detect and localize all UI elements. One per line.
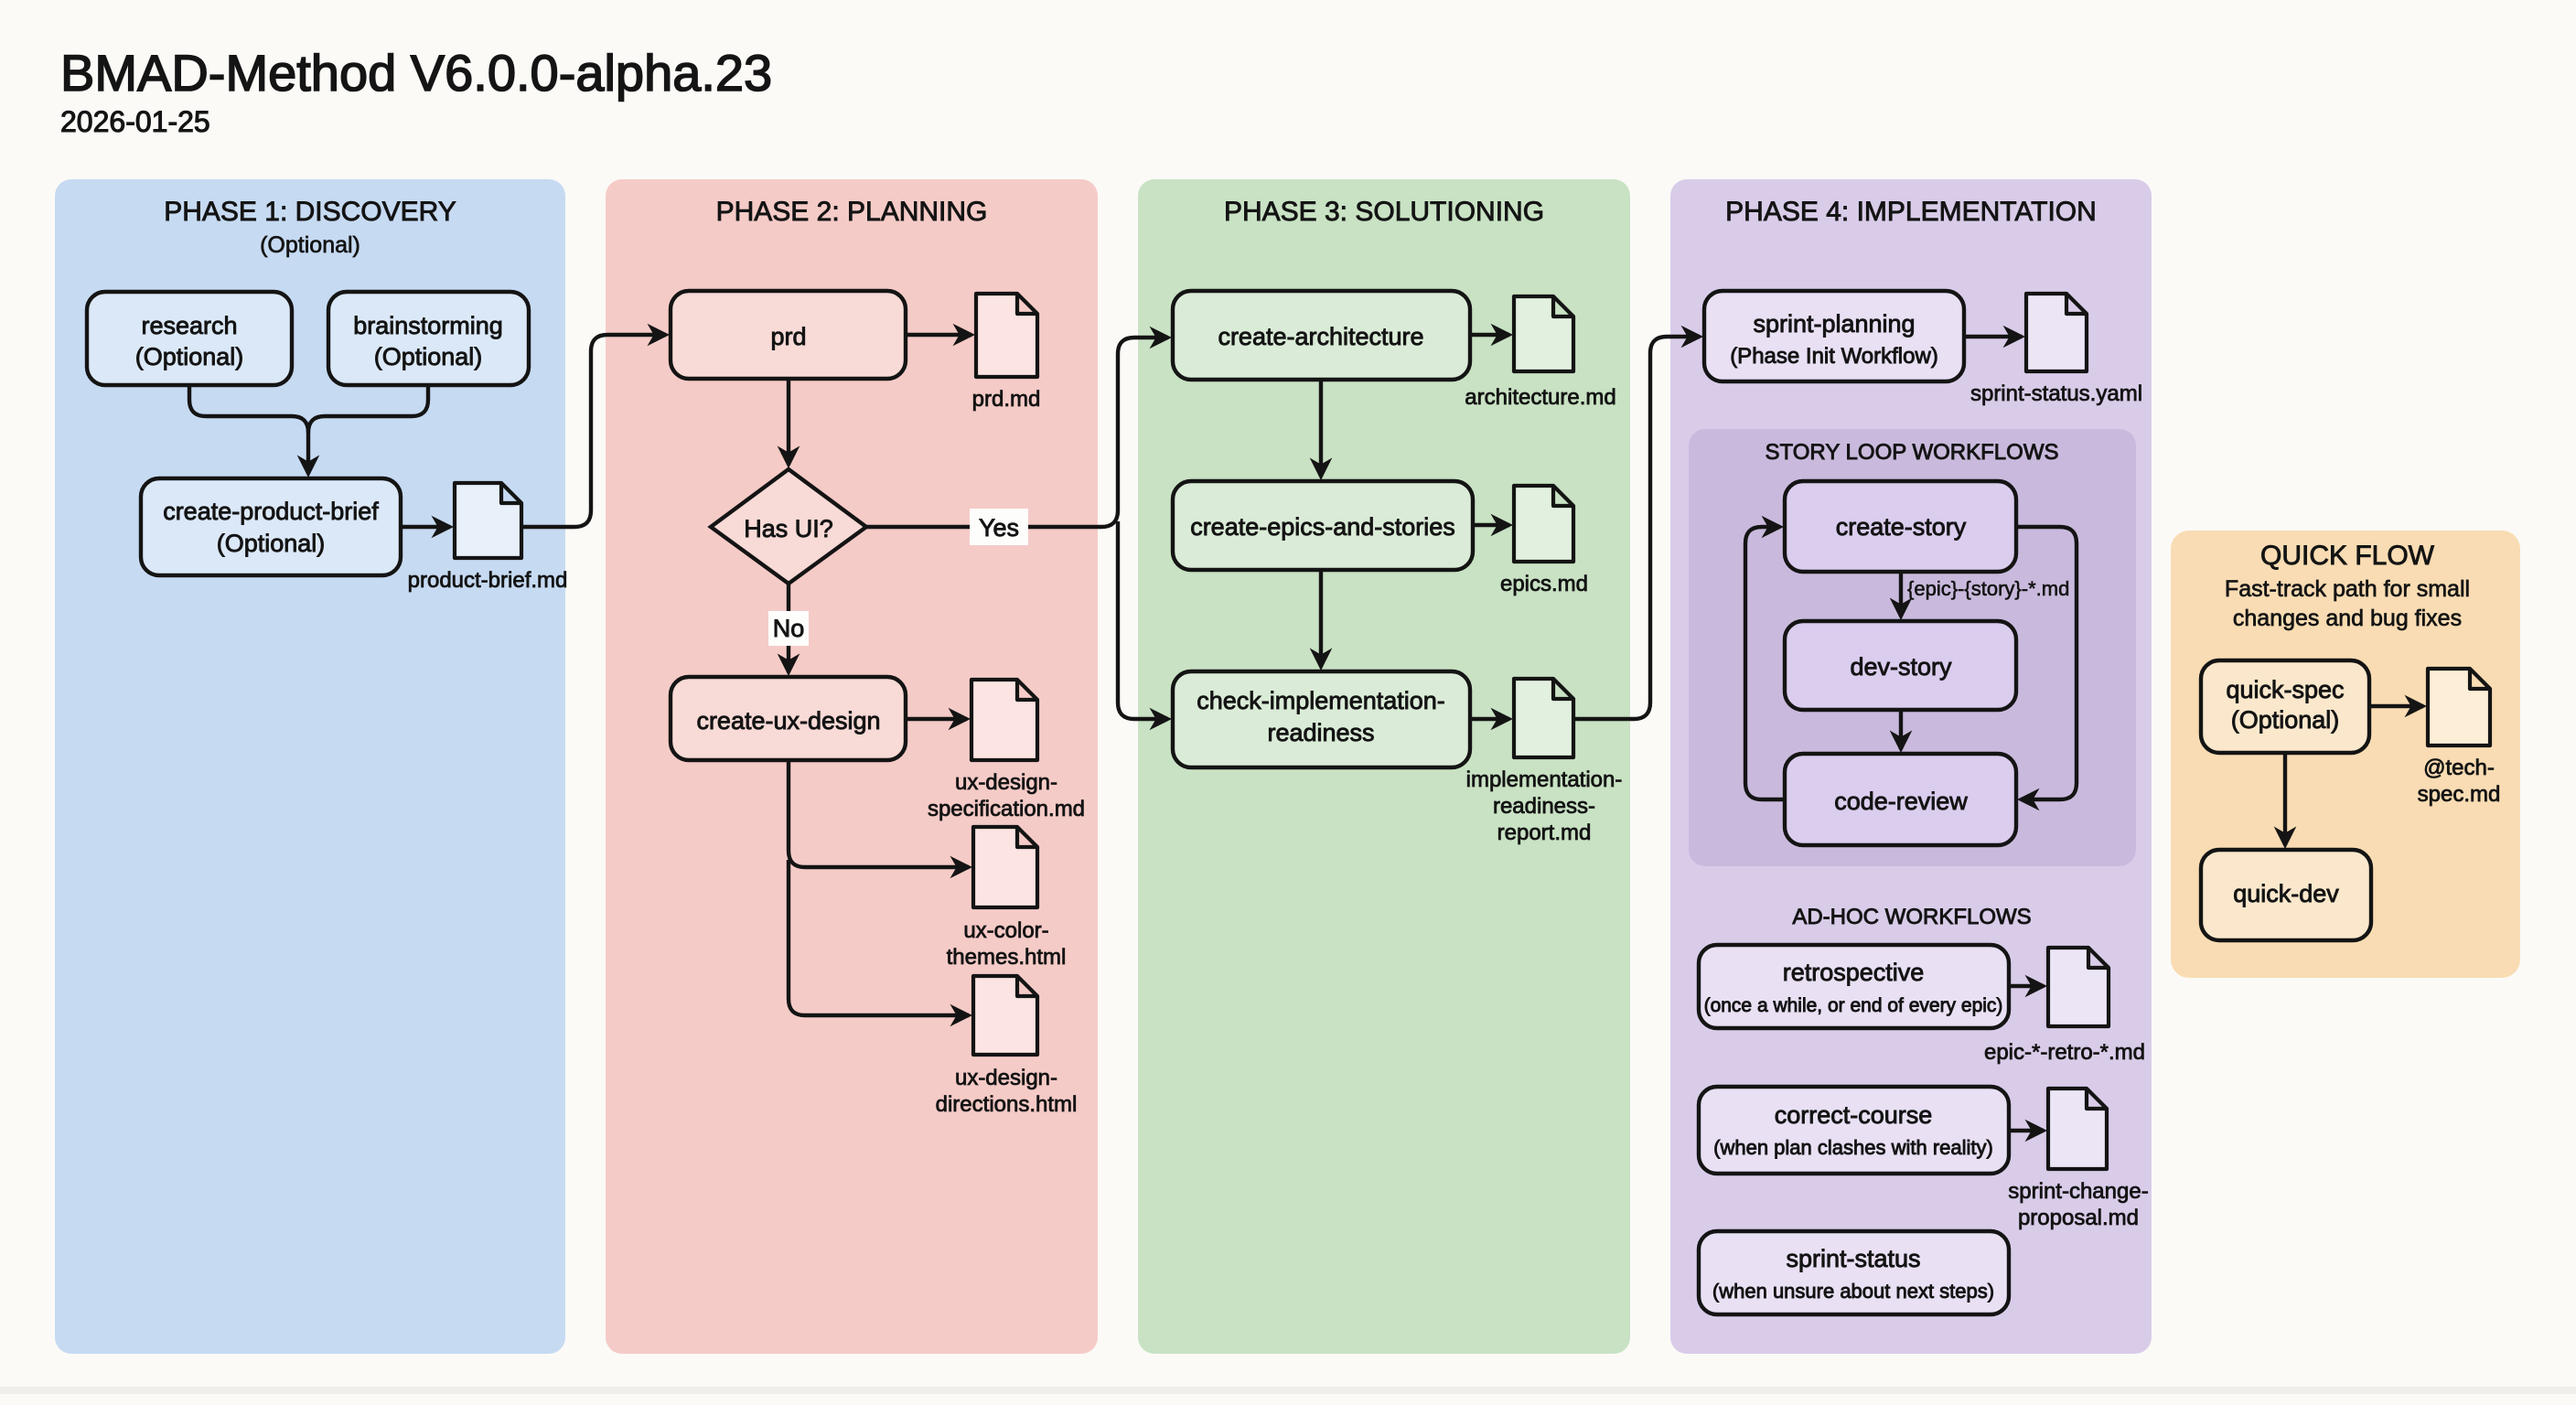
svg-text:(once a while, or end of every: (once a while, or end of every epic) bbox=[1704, 995, 2003, 1016]
svg-text:create-epics-and-stories: create-epics-and-stories bbox=[1190, 513, 1455, 541]
svg-text:specification.md: specification.md bbox=[928, 797, 1085, 821]
svg-text:sprint-status: sprint-status bbox=[1786, 1245, 1920, 1272]
svg-text:No: No bbox=[773, 615, 805, 642]
svg-text:changes and bug fixes: changes and bug fixes bbox=[2233, 606, 2462, 631]
svg-text:create-ux-design: create-ux-design bbox=[696, 707, 880, 735]
svg-text:quick-dev: quick-dev bbox=[2233, 880, 2339, 907]
svg-text:prd.md: prd.md bbox=[972, 387, 1041, 412]
svg-text:PHASE 3: SOLUTIONING: PHASE 3: SOLUTIONING bbox=[1224, 197, 1544, 227]
svg-text:PHASE 4: IMPLEMENTATION: PHASE 4: IMPLEMENTATION bbox=[1725, 197, 2097, 227]
svg-text:Fast-track path for small: Fast-track path for small bbox=[2225, 576, 2470, 602]
svg-text:proposal.md: proposal.md bbox=[2018, 1206, 2139, 1230]
svg-text:themes.html: themes.html bbox=[947, 945, 1067, 970]
svg-text:check-implementation-: check-implementation- bbox=[1197, 687, 1445, 714]
svg-text:product-brief.md: product-brief.md bbox=[408, 568, 568, 593]
svg-text:quick-spec: quick-spec bbox=[2226, 676, 2344, 703]
svg-text:epic-*-retro-*.md: epic-*-retro-*.md bbox=[1984, 1040, 2145, 1065]
svg-text:architecture.md: architecture.md bbox=[1465, 385, 1615, 410]
svg-text:QUICK FLOW: QUICK FLOW bbox=[2260, 541, 2435, 571]
svg-text:Has UI?: Has UI? bbox=[744, 515, 833, 542]
svg-text:ux-design-: ux-design- bbox=[955, 1066, 1057, 1090]
svg-text:brainstorming: brainstorming bbox=[353, 312, 503, 339]
svg-text:sprint-planning: sprint-planning bbox=[1753, 310, 1915, 338]
svg-text:PHASE 2: PLANNING: PHASE 2: PLANNING bbox=[716, 197, 988, 227]
svg-text:(Optional): (Optional) bbox=[260, 232, 360, 258]
svg-text:directions.html: directions.html bbox=[936, 1092, 1078, 1117]
svg-text:create-story: create-story bbox=[1836, 513, 1967, 541]
svg-text:epics.md: epics.md bbox=[1500, 572, 1588, 596]
svg-text:spec.md: spec.md bbox=[2418, 782, 2501, 807]
svg-text:readiness-: readiness- bbox=[1493, 794, 1595, 819]
svg-text:(Optional): (Optional) bbox=[217, 530, 326, 557]
svg-text:prd: prd bbox=[770, 323, 806, 350]
svg-text:Yes: Yes bbox=[979, 514, 1019, 542]
svg-text:(when unsure about next steps): (when unsure about next steps) bbox=[1712, 1280, 1994, 1303]
svg-text:ux-design-: ux-design- bbox=[955, 770, 1057, 795]
svg-text:BMAD-Method V6.0.0-alpha.23: BMAD-Method V6.0.0-alpha.23 bbox=[60, 44, 772, 102]
svg-text:code-review: code-review bbox=[1834, 788, 1968, 815]
svg-text:correct-course: correct-course bbox=[1775, 1101, 1933, 1129]
svg-text:@tech-: @tech- bbox=[2423, 756, 2495, 780]
svg-text:2026-01-25: 2026-01-25 bbox=[60, 105, 210, 138]
svg-text:report.md: report.md bbox=[1497, 820, 1592, 845]
svg-text:{epic}-{story}-*.md: {epic}-{story}-*.md bbox=[1907, 577, 2069, 600]
svg-text:ux-color-: ux-color- bbox=[963, 918, 1048, 943]
svg-text:(Optional): (Optional) bbox=[374, 343, 483, 370]
svg-text:STORY LOOP WORKFLOWS: STORY LOOP WORKFLOWS bbox=[1766, 440, 2059, 465]
svg-text:readiness: readiness bbox=[1267, 719, 1374, 746]
svg-text:(Optional): (Optional) bbox=[2231, 706, 2340, 734]
svg-text:(Phase Init Workflow): (Phase Init Workflow) bbox=[1730, 344, 1938, 369]
svg-text:create-architecture: create-architecture bbox=[1218, 323, 1423, 350]
svg-text:retrospective: retrospective bbox=[1783, 959, 1925, 986]
svg-text:PHASE 1: DISCOVERY: PHASE 1: DISCOVERY bbox=[164, 197, 456, 227]
svg-text:dev-story: dev-story bbox=[1850, 653, 1952, 681]
svg-text:AD-HOC WORKFLOWS: AD-HOC WORKFLOWS bbox=[1792, 905, 2031, 929]
svg-text:implementation-: implementation- bbox=[1466, 767, 1623, 792]
svg-text:(Optional): (Optional) bbox=[135, 343, 244, 370]
svg-text:create-product-brief: create-product-brief bbox=[163, 498, 379, 525]
svg-text:(when plan clashes with realit: (when plan clashes with reality) bbox=[1713, 1136, 1993, 1159]
svg-text:research: research bbox=[141, 312, 237, 339]
svg-text:sprint-change-: sprint-change- bbox=[2008, 1179, 2148, 1204]
svg-text:sprint-status.yaml: sprint-status.yaml bbox=[1970, 381, 2142, 406]
